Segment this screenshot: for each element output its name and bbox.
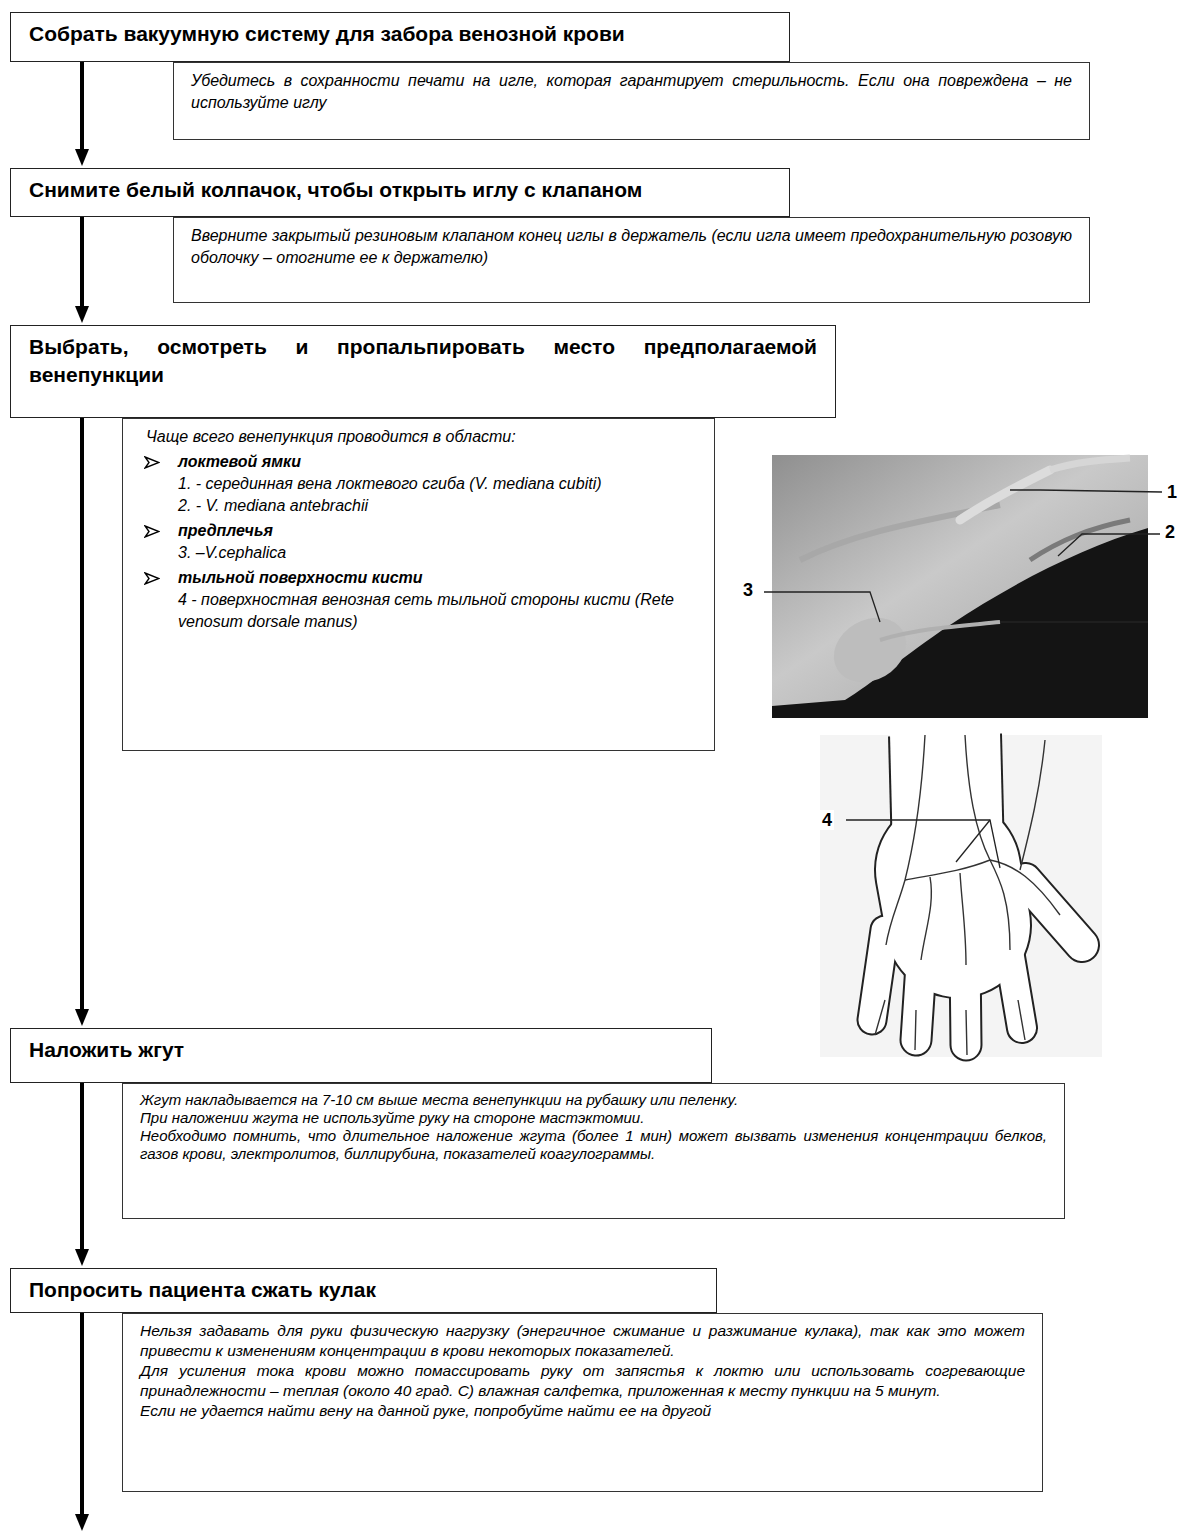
- text-line: локтевой ямки: [140, 451, 697, 473]
- connector-line: [80, 418, 84, 1012]
- note-text: Для усиления тока крови можно помассиров…: [140, 1362, 1025, 1399]
- note-text: 3. –V.cephalica: [178, 544, 286, 561]
- step-box: Попросить пациента сжать кулак: [10, 1268, 717, 1313]
- callout-number: 1: [1165, 482, 1179, 502]
- text-line: Вверните закрытый резиновым клапаном кон…: [191, 225, 1072, 269]
- flow-arrow: [75, 217, 89, 323]
- callout-number: 4: [820, 810, 834, 830]
- note-text: Если не удается найти вену на данной рук…: [140, 1402, 711, 1419]
- note-text: Необходимо помнить, что длительное налож…: [140, 1127, 1047, 1162]
- note-box: Чаще всего венепункция проводится в обла…: [122, 418, 715, 751]
- text-line: 3. –V.cephalica: [140, 542, 697, 564]
- leader-lines: [764, 490, 1162, 622]
- arm-photo: [772, 455, 1148, 718]
- text-line: Нельзя задавать для руки физическую нагр…: [140, 1321, 1025, 1361]
- text-line: Собрать вакуумную систему для забора вен…: [29, 20, 771, 48]
- hand-drawing: [820, 733, 1102, 1057]
- region-heading: предплечья: [178, 522, 273, 539]
- step-box: Выбрать, осмотреть и пропальпировать мес…: [10, 325, 836, 418]
- text-line: Снимите белый колпачок, чтобы открыть иг…: [29, 176, 771, 204]
- bullet-arrow: [144, 525, 160, 538]
- text-line: 2. - V. mediana antebrachii: [140, 495, 697, 517]
- arrow-head: [75, 149, 89, 166]
- step-title: Снимите белый колпачок, чтобы открыть иг…: [29, 178, 642, 201]
- text-line: Для усиления тока крови можно помассиров…: [140, 1361, 1025, 1401]
- note-text: При наложении жгута не используйте руку …: [140, 1109, 644, 1126]
- flow-arrow: [75, 418, 89, 1026]
- note-text: 4 - поверхностная венозная сеть тыльной …: [178, 591, 674, 630]
- region-heading: локтевой ямки: [178, 453, 301, 470]
- callout-number: 3: [741, 580, 755, 600]
- flow-arrow: [75, 1083, 89, 1266]
- note-text: Убедитесь в сохранности печати на игле, …: [191, 72, 1072, 111]
- text-line: Чаще всего венепункция проводится в обла…: [140, 426, 697, 448]
- connector-line: [80, 62, 84, 152]
- step-title: Наложить жгут: [29, 1038, 184, 1061]
- arrow-head: [75, 1009, 89, 1026]
- note-box: Убедитесь в сохранности печати на игле, …: [173, 62, 1090, 140]
- step-title: Собрать вакуумную систему для забора вен…: [29, 22, 625, 45]
- bullet-arrow: [144, 572, 160, 585]
- step-box: Собрать вакуумную систему для забора вен…: [10, 12, 790, 62]
- note-box: Нельзя задавать для руки физическую нагр…: [122, 1313, 1043, 1492]
- bullet-arrow: [144, 456, 160, 469]
- step-box: Наложить жгут: [10, 1028, 712, 1083]
- region-heading: тыльной поверхности кисти: [178, 569, 423, 586]
- text-line: Если не удается найти вену на данной рук…: [140, 1401, 1025, 1421]
- step-title: Попросить пациента сжать кулак: [29, 1278, 376, 1301]
- text-line: Наложить жгут: [29, 1036, 693, 1064]
- text-line: При наложении жгута не используйте руку …: [140, 1109, 1047, 1127]
- text-line: Выбрать, осмотреть и пропальпировать мес…: [29, 333, 817, 389]
- text-line: тыльной поверхности кисти: [140, 567, 697, 589]
- text-line: предплечья: [140, 520, 697, 542]
- note-box: Жгут накладывается на 7-10 см выше места…: [122, 1083, 1065, 1219]
- text-line: Убедитесь в сохранности печати на игле, …: [191, 70, 1072, 114]
- arrow-head: [75, 306, 89, 323]
- note-box: Вверните закрытый резиновым клапаном кон…: [173, 217, 1090, 303]
- flow-arrow: [75, 62, 89, 166]
- text-line: Необходимо помнить, что длительное налож…: [140, 1127, 1047, 1163]
- text-line: Жгут накладывается на 7-10 см выше места…: [140, 1091, 1047, 1109]
- step-box: Снимите белый колпачок, чтобы открыть иг…: [10, 168, 790, 217]
- connector-line: [80, 217, 84, 309]
- note-text: Жгут накладывается на 7-10 см выше места…: [140, 1091, 738, 1108]
- connector-line: [80, 1083, 84, 1252]
- note-text: 1. - серединная вена локтевого сгиба (V.…: [178, 475, 602, 492]
- step-title: Выбрать, осмотреть и пропальпировать мес…: [29, 335, 817, 386]
- callout-number: 2: [1163, 522, 1177, 542]
- arrow-head: [75, 1249, 89, 1266]
- note-text: Чаще всего венепункция проводится в обла…: [146, 428, 516, 445]
- note-text: 2. - V. mediana antebrachii: [178, 497, 368, 514]
- text-line: Попросить пациента сжать кулак: [29, 1276, 698, 1304]
- text-line: 1. - серединная вена локтевого сгиба (V.…: [140, 473, 697, 495]
- continuation-arrow: [75, 1313, 89, 1531]
- text-line: 4 - поверхностная венозная сеть тыльной …: [140, 589, 697, 633]
- note-text: Нельзя задавать для руки физическую нагр…: [140, 1322, 1025, 1359]
- note-text: Вверните закрытый резиновым клапаном кон…: [191, 227, 1072, 266]
